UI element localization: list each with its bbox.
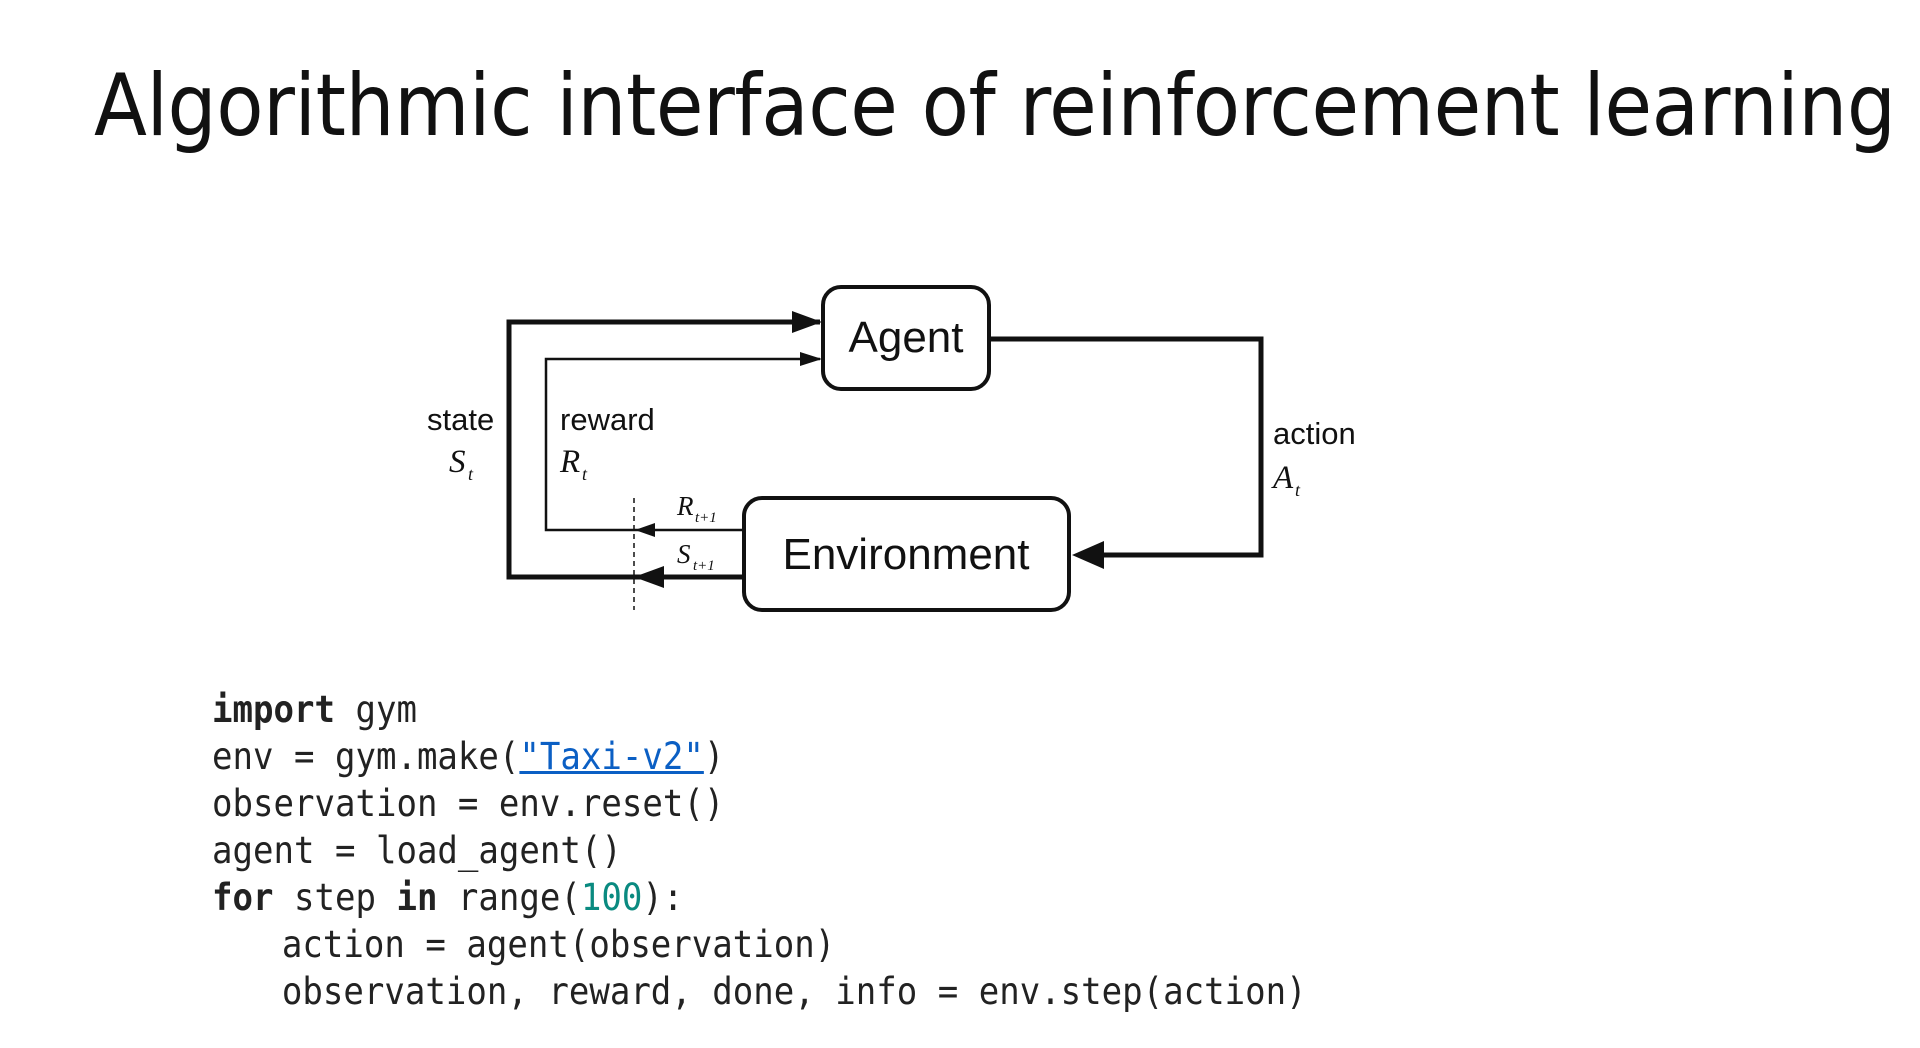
code-line: agent = load_agent() — [212, 829, 622, 872]
string-link[interactable]: "Taxi-v2" — [519, 735, 704, 778]
code-text: env = gym.make( — [212, 735, 520, 778]
action-arrowhead — [1072, 541, 1104, 569]
code-line: for step in range(100): — [212, 874, 1307, 921]
slide-title: Algorithmic interface of reinforcement l… — [94, 56, 1896, 156]
code-text: gym — [334, 688, 417, 731]
next-reward-subscript: t+1 — [695, 510, 717, 526]
code-text: ) — [703, 735, 725, 778]
code-line: observation, reward, done, info = env.st… — [281, 970, 1307, 1013]
agent-label: Agent — [849, 313, 964, 362]
next-state-symbol: S — [677, 539, 691, 569]
state-symbol: S — [449, 444, 466, 480]
code-line: action = agent(observation) — [281, 923, 836, 966]
agent-box — [821, 285, 991, 391]
keyword: import — [212, 688, 335, 731]
action-symbol: A — [1271, 460, 1294, 496]
reward-symbol: R — [559, 444, 580, 480]
action-subscript: t — [1295, 480, 1301, 500]
next-state-subscript: t+1 — [693, 558, 715, 574]
environment-box — [742, 496, 1071, 612]
reward-subscript: t — [582, 464, 588, 484]
action-arrow — [989, 336, 1264, 558]
code-text: range( — [437, 876, 581, 919]
code-line: observation = env.reset() — [212, 782, 725, 825]
next-state-arrowhead — [634, 566, 664, 588]
code-line: import gym — [212, 686, 1307, 733]
state-arrow — [506, 319, 820, 580]
state-subscript: t — [468, 464, 474, 484]
next-reward-arrowhead — [635, 523, 655, 537]
reward-arrowhead — [800, 352, 822, 366]
code-text: step — [273, 876, 397, 919]
number-literal: 100 — [580, 876, 643, 919]
reward-label: reward — [560, 402, 655, 437]
environment-label: Environment — [782, 530, 1029, 579]
action-label: action — [1273, 416, 1356, 451]
state-arrowhead — [792, 311, 822, 333]
next-reward-symbol: R — [676, 491, 694, 521]
keyword: for — [212, 876, 274, 919]
state-label: state — [427, 402, 494, 437]
code-text: ): — [642, 876, 684, 919]
code-line: env = gym.make("Taxi-v2") — [212, 733, 1307, 780]
keyword: in — [396, 876, 438, 919]
